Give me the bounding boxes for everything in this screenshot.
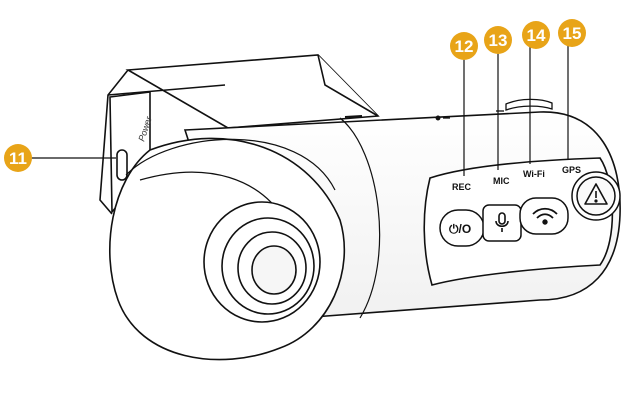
callout-12: 12 — [450, 32, 478, 60]
callout-number: 12 — [455, 37, 474, 56]
power-port — [117, 150, 127, 180]
power-button-symbol: ⏻/O — [449, 222, 471, 236]
callout-15: 15 — [558, 19, 586, 47]
mic-label: MIC — [493, 176, 510, 186]
rec-label: REC — [452, 182, 472, 192]
callout-14: 14 — [522, 21, 550, 49]
callout-number: 11 — [9, 149, 27, 168]
callout-13: 13 — [484, 26, 512, 54]
wifi-button[interactable] — [520, 198, 568, 234]
mic-button[interactable] — [483, 205, 521, 241]
callout-number: 13 — [489, 31, 508, 50]
gps-label: GPS — [562, 165, 581, 175]
callout-number: 15 — [563, 24, 582, 43]
lens — [204, 202, 320, 322]
callout-11: 11 — [4, 144, 32, 172]
wifi-label: Wi-Fi — [523, 169, 545, 179]
callout-number: 14 — [527, 26, 546, 45]
